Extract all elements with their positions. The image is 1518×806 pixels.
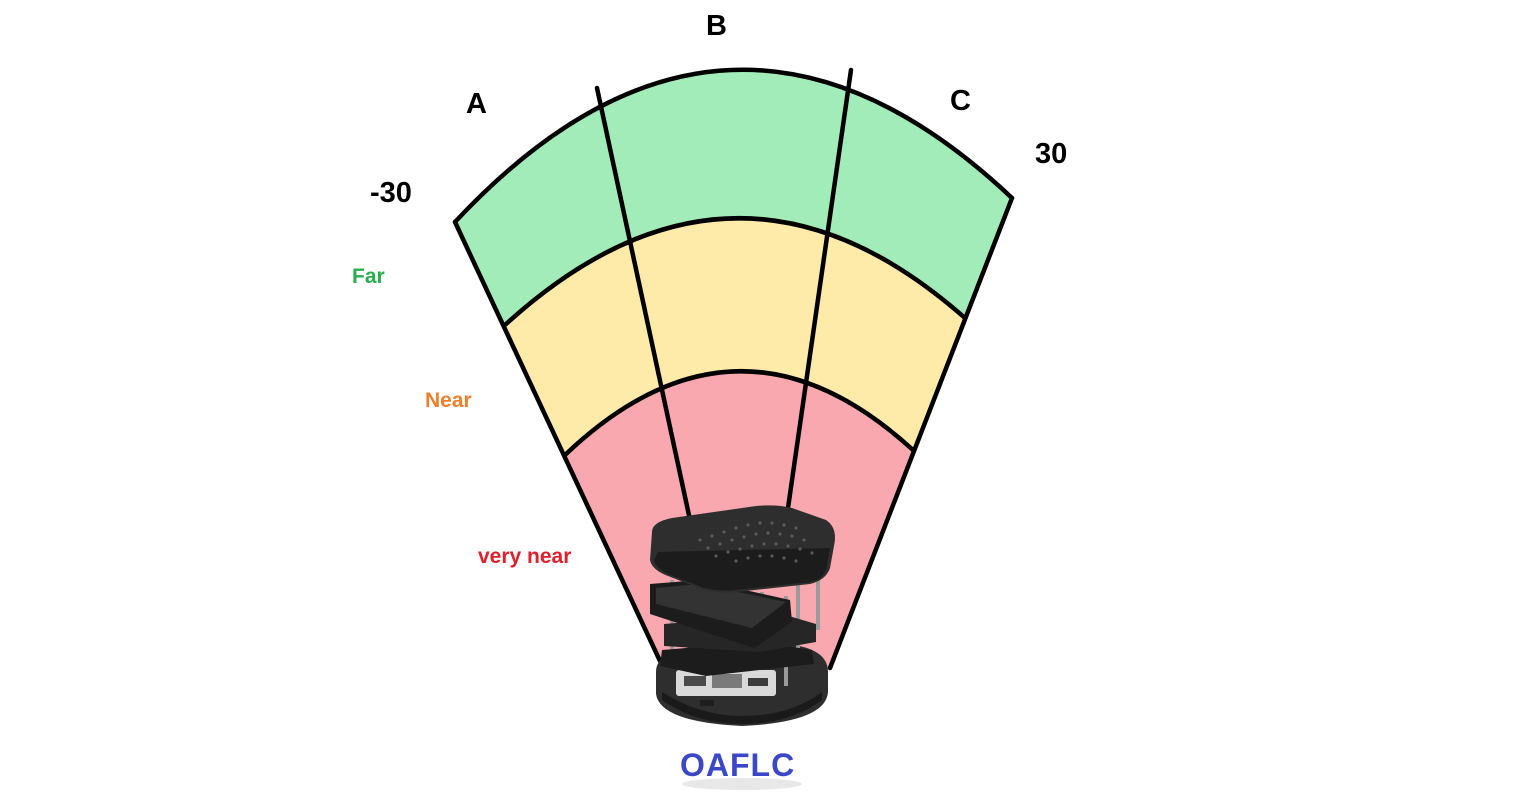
far-near-boundary	[502, 216, 968, 328]
near-verynear-boundary	[562, 369, 916, 458]
right-edge	[827, 195, 1015, 671]
sector-label-a: A	[466, 88, 487, 120]
zone-label-near: Near	[425, 389, 472, 412]
robot-name-label: OAFLC	[680, 747, 796, 783]
zone-label-far: Far	[352, 265, 385, 288]
angle-label-min: -30	[370, 177, 412, 209]
outer-arc	[452, 67, 1015, 225]
sector-label-b: B	[706, 10, 727, 42]
divider-a-b	[594, 85, 693, 523]
divider-b-c	[784, 67, 854, 518]
left-edge	[452, 219, 663, 664]
sector-label-c: C	[950, 85, 971, 117]
mobile-robot-icon	[650, 505, 835, 790]
zone-far	[455, 69, 1012, 325]
angle-label-max: 30	[1035, 138, 1068, 170]
zone-near	[505, 218, 965, 455]
zone-label-very-near: very near	[478, 545, 572, 568]
